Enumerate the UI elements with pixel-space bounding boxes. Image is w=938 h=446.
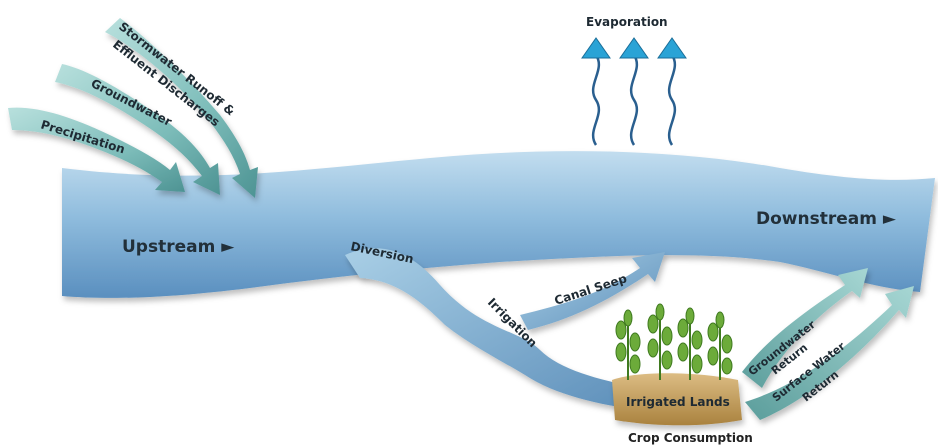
evaporation-squiggle-2 <box>631 55 637 145</box>
evaporation-squiggle-3 <box>669 55 675 145</box>
evaporation-arrowhead-3 <box>658 38 686 58</box>
downstream-label: Downstream ► <box>756 209 897 229</box>
irrigated-lands-label: Irrigated Lands <box>626 395 730 409</box>
plant-icon <box>678 308 702 380</box>
evaporation-arrowhead-2 <box>620 38 648 58</box>
evaporation-squiggle-1 <box>593 55 599 145</box>
plant-icon <box>708 312 732 380</box>
evaporation-arrows <box>582 38 686 145</box>
evaporation-label: Evaporation <box>586 15 668 29</box>
plant-icon <box>648 304 672 380</box>
evaporation-arrowhead-1 <box>582 38 610 58</box>
crop-plants <box>616 304 732 380</box>
upstream-label: Upstream ► <box>122 237 235 257</box>
crop-consumption-label: Crop Consumption <box>628 431 753 445</box>
plant-icon <box>616 310 640 380</box>
diversion-channel <box>345 248 640 410</box>
